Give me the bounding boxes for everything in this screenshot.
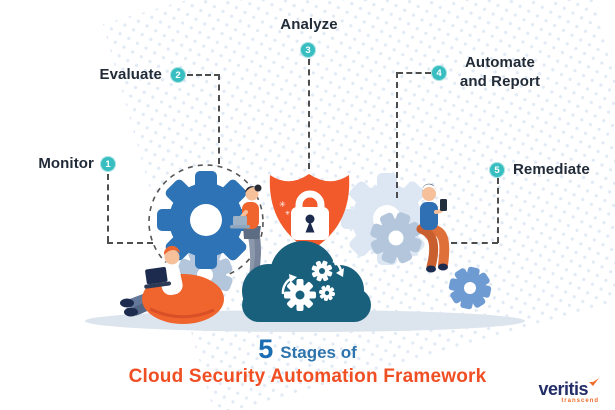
infographic-title: 5 Stages of Cloud Security Automation Fr… xyxy=(0,334,615,388)
person-phone-figure xyxy=(416,183,450,273)
person-beanbag-figure xyxy=(120,245,224,324)
stage-label-automate-and-report: Automate and Report xyxy=(459,54,541,90)
svg-text:✳: ✳ xyxy=(285,210,290,217)
cloud-gears-icon xyxy=(242,241,371,322)
connector-analyze xyxy=(308,59,310,169)
stage-label-evaluate: Evaluate xyxy=(99,66,162,83)
svg-text:✳: ✳ xyxy=(279,200,286,209)
logo-tagline: transcend xyxy=(561,398,599,404)
title-stage-count: 5 xyxy=(258,334,274,364)
stage-label-remediate: Remediate xyxy=(513,161,590,178)
stage-label-monitor: Monitor xyxy=(38,155,94,172)
stage-bullet-3: 3 xyxy=(300,42,316,58)
veritis-wordmark: veritis xyxy=(538,379,588,399)
stage-bullet-2: 2 xyxy=(170,67,186,83)
stage-bullet-5: 5 xyxy=(489,162,505,178)
gear-icon-main xyxy=(157,171,255,269)
title-framework-name: Cloud Security Automation Framework xyxy=(128,366,487,387)
veritis-logo: veritis transcend xyxy=(538,378,599,404)
gear-icon-small-blue xyxy=(448,266,492,310)
stage-label-analyze: Analyze xyxy=(280,16,338,33)
connector-evaluate xyxy=(218,74,220,164)
title-suffix: Stages of xyxy=(280,343,357,362)
shield-lock-icon: ✳ ✳ xyxy=(269,174,350,251)
connector-evaluate-h xyxy=(187,74,220,76)
stage-bullet-4: 4 xyxy=(431,65,447,81)
logo-check-icon xyxy=(589,378,599,386)
stage-bullet-1: 1 xyxy=(100,156,116,172)
connector-remediate xyxy=(497,178,499,243)
gear-icon-medium xyxy=(370,212,422,264)
connector-monitor-h xyxy=(107,242,153,244)
connector-automate-h xyxy=(397,72,431,74)
connector-monitor xyxy=(107,174,109,242)
connector-automate xyxy=(396,72,398,198)
connector-remediate-h xyxy=(451,242,498,244)
